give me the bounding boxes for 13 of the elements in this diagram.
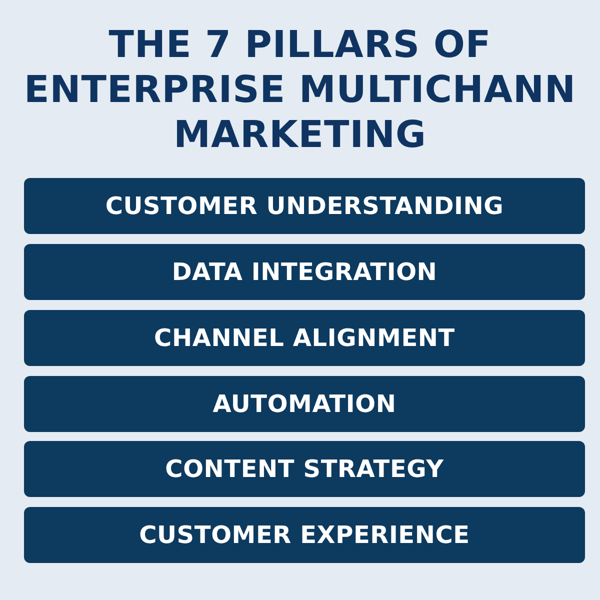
pillar-box: [24, 441, 585, 497]
pillar-label: CONTENT STRATEGY: [165, 455, 444, 483]
pillar-label: DATA INTEGRATION: [172, 258, 438, 286]
pillar-box: [24, 310, 585, 366]
pillar-box: [24, 507, 585, 563]
pillar-label: CUSTOMER EXPERIENCE: [139, 521, 470, 549]
pillar-box: [24, 244, 585, 300]
pillar-label: CUSTOMER UNDERSTANDING: [105, 192, 504, 220]
pillar-box: [24, 178, 585, 234]
pillar-label: CHANNEL ALIGNMENT: [154, 324, 455, 352]
pillar-box: [24, 376, 585, 432]
title: THE 7 PILLARS OF ENTERPRISE MULTICHANN MARKETING: [23, 22, 577, 157]
pillar-label: AUTOMATION: [212, 390, 396, 418]
